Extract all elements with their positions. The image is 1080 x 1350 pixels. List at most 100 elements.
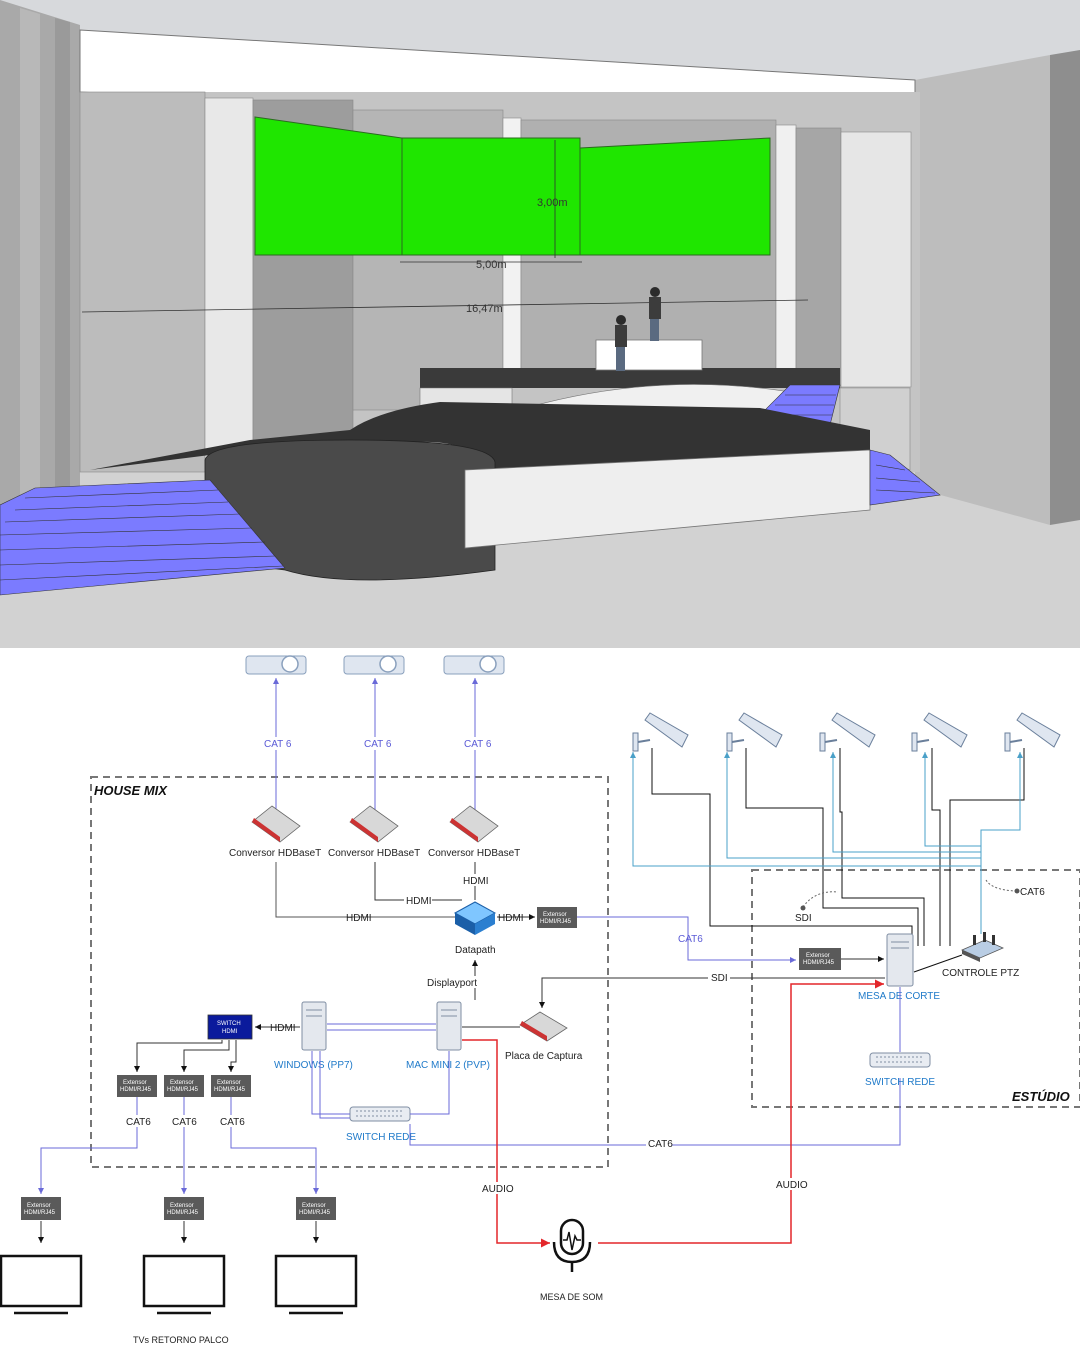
- extensor-device: Extensor HDMI/RJ45: [164, 1197, 204, 1220]
- stage-front-block: [464, 449, 871, 549]
- converter-label: Conversor HDBaseT: [229, 848, 321, 859]
- cat6-label: CAT6: [172, 1117, 197, 1128]
- audio-label: AUDIO: [482, 1184, 514, 1195]
- column: [840, 131, 912, 388]
- label-bg: [218, 1115, 246, 1127]
- capture-card-icon: [519, 1011, 568, 1042]
- cat6-label: CAT6: [126, 1117, 151, 1128]
- converter-label: Conversor HDBaseT: [428, 848, 520, 859]
- windows-pc-icon: [301, 1001, 327, 1051]
- cat6-legend-dot: [1014, 888, 1020, 894]
- mesa-corte-label: MESA DE CORTE: [858, 991, 940, 1002]
- control-link: [630, 752, 981, 867]
- svg-text:HDMI/RJ45: HDMI/RJ45: [214, 1087, 246, 1093]
- svg-text:HDMI/RJ45: HDMI/RJ45: [24, 1210, 56, 1216]
- extensor-device: Extensor HDMI/RJ45: [799, 948, 841, 970]
- dimension-width: 5,00m: [476, 259, 507, 271]
- control-link: [724, 752, 981, 859]
- label-bg: [708, 971, 730, 983]
- label-bg: [480, 1182, 514, 1194]
- back-panel: [79, 91, 206, 473]
- cat6-legend-curve: [985, 879, 1017, 892]
- svg-text:HDMI/RJ45: HDMI/RJ45: [167, 1087, 199, 1093]
- svg-text:SWITCH: SWITCH: [217, 1021, 241, 1027]
- extensor-device: Extensor HDMI/RJ45: [211, 1075, 251, 1097]
- network-switch-icon: [349, 1106, 411, 1122]
- extensor-device: Extensor HDMI/RJ45: [537, 907, 577, 928]
- right-side-block: [839, 387, 911, 471]
- svg-text:Extensor: Extensor: [170, 1203, 194, 1209]
- network-link: [319, 1051, 350, 1119]
- label-bg: [404, 894, 432, 906]
- sdi-link: [949, 748, 1025, 946]
- extensor-device: Extensor HDMI/RJ45: [117, 1075, 157, 1097]
- hdmi-label: HDMI: [346, 913, 372, 924]
- network-switch-icon: [869, 1052, 931, 1068]
- svg-text:HDMI: HDMI: [222, 1029, 238, 1035]
- svg-text:Extensor: Extensor: [123, 1080, 147, 1086]
- svg-text:HDMI/RJ45: HDMI/RJ45: [299, 1210, 331, 1216]
- presenter-desk: [595, 339, 703, 371]
- hdmi-label: HDMI: [498, 913, 524, 924]
- sdi-link: [839, 748, 925, 946]
- led-screen-center: [401, 137, 581, 256]
- hdbaset-converter-icon: [349, 805, 399, 843]
- sdi-legend-dot: [800, 905, 806, 911]
- audio-link: [598, 979, 884, 1244]
- ptz-camera-icon: [726, 712, 783, 752]
- back-panel: [795, 127, 842, 389]
- hdmi-link: [181, 1040, 230, 1072]
- estudio-zone: [751, 869, 1080, 1108]
- datapath-icon: [453, 901, 497, 935]
- control-link: [830, 752, 981, 853]
- main-stage-top: [90, 402, 870, 470]
- cat6-label: CAT6: [220, 1117, 245, 1128]
- projector-icon: [443, 655, 505, 675]
- ptz-controller-icon: [961, 932, 1004, 962]
- ptz-camera-icon: [911, 712, 968, 752]
- svg-text:HDMI/RJ45: HDMI/RJ45: [540, 919, 572, 925]
- cat6-label: CAT 6: [464, 739, 492, 750]
- svg-text:Extensor: Extensor: [27, 1203, 51, 1209]
- svg-text:Extensor: Extensor: [806, 953, 830, 959]
- label-bg: [426, 976, 476, 988]
- tv-monitor-icon: [274, 1254, 358, 1315]
- label-bg: [124, 1115, 152, 1127]
- audio-label: AUDIO: [776, 1180, 808, 1191]
- hdmi-link: [134, 1040, 223, 1072]
- datapath-label: Datapath: [455, 945, 496, 956]
- network-link: [311, 1051, 350, 1115]
- mesa-som-label: MESA DE SOM: [540, 1292, 603, 1302]
- hdmi-label: HDMI: [270, 1023, 296, 1034]
- control-link: [913, 954, 963, 973]
- converter-label: Conversor HDBaseT: [328, 848, 420, 859]
- projector-icon: [245, 655, 307, 675]
- dimension-total: 16,47m: [466, 303, 503, 315]
- ptz-camera-icon: [819, 712, 876, 752]
- tvs-label: TVs RETORNO PALCO: [133, 1335, 229, 1345]
- svg-text:HDMI/RJ45: HDMI/RJ45: [167, 1210, 199, 1216]
- network-link: [410, 1051, 450, 1115]
- label-bg: [260, 737, 294, 750]
- sdi-label: SDI: [711, 973, 728, 984]
- left-wall-panel: [20, 8, 40, 510]
- ptz-camera-icon: [1004, 712, 1061, 752]
- label-bg: [460, 737, 494, 750]
- extensor-device: Extensor HDMI/RJ45: [164, 1075, 204, 1097]
- control-link: [922, 752, 981, 847]
- dimension-height: 3,00m: [537, 197, 568, 209]
- cat6-label: CAT 6: [264, 739, 292, 750]
- led-screen-left: [254, 116, 403, 256]
- cat6-label: CAT 6: [364, 739, 392, 750]
- hdbaset-converter-icon: [449, 805, 499, 843]
- led-screen-right: [579, 137, 771, 256]
- svg-text:Extensor: Extensor: [302, 1203, 326, 1209]
- mesa-de-corte-icon: [886, 933, 914, 987]
- sdi-link: [931, 748, 941, 946]
- presenter-figure: [615, 315, 627, 371]
- signal-flow-diagram: HOUSE MIX ESTÚDIO CAT 6 CAT 6 CAT 6 Conv…: [0, 648, 1080, 1350]
- house-mix-zone: [90, 776, 609, 1168]
- extensor-device: Extensor HDMI/RJ45: [296, 1197, 336, 1220]
- right-wall: [915, 55, 1050, 525]
- label-bg: [646, 1137, 672, 1149]
